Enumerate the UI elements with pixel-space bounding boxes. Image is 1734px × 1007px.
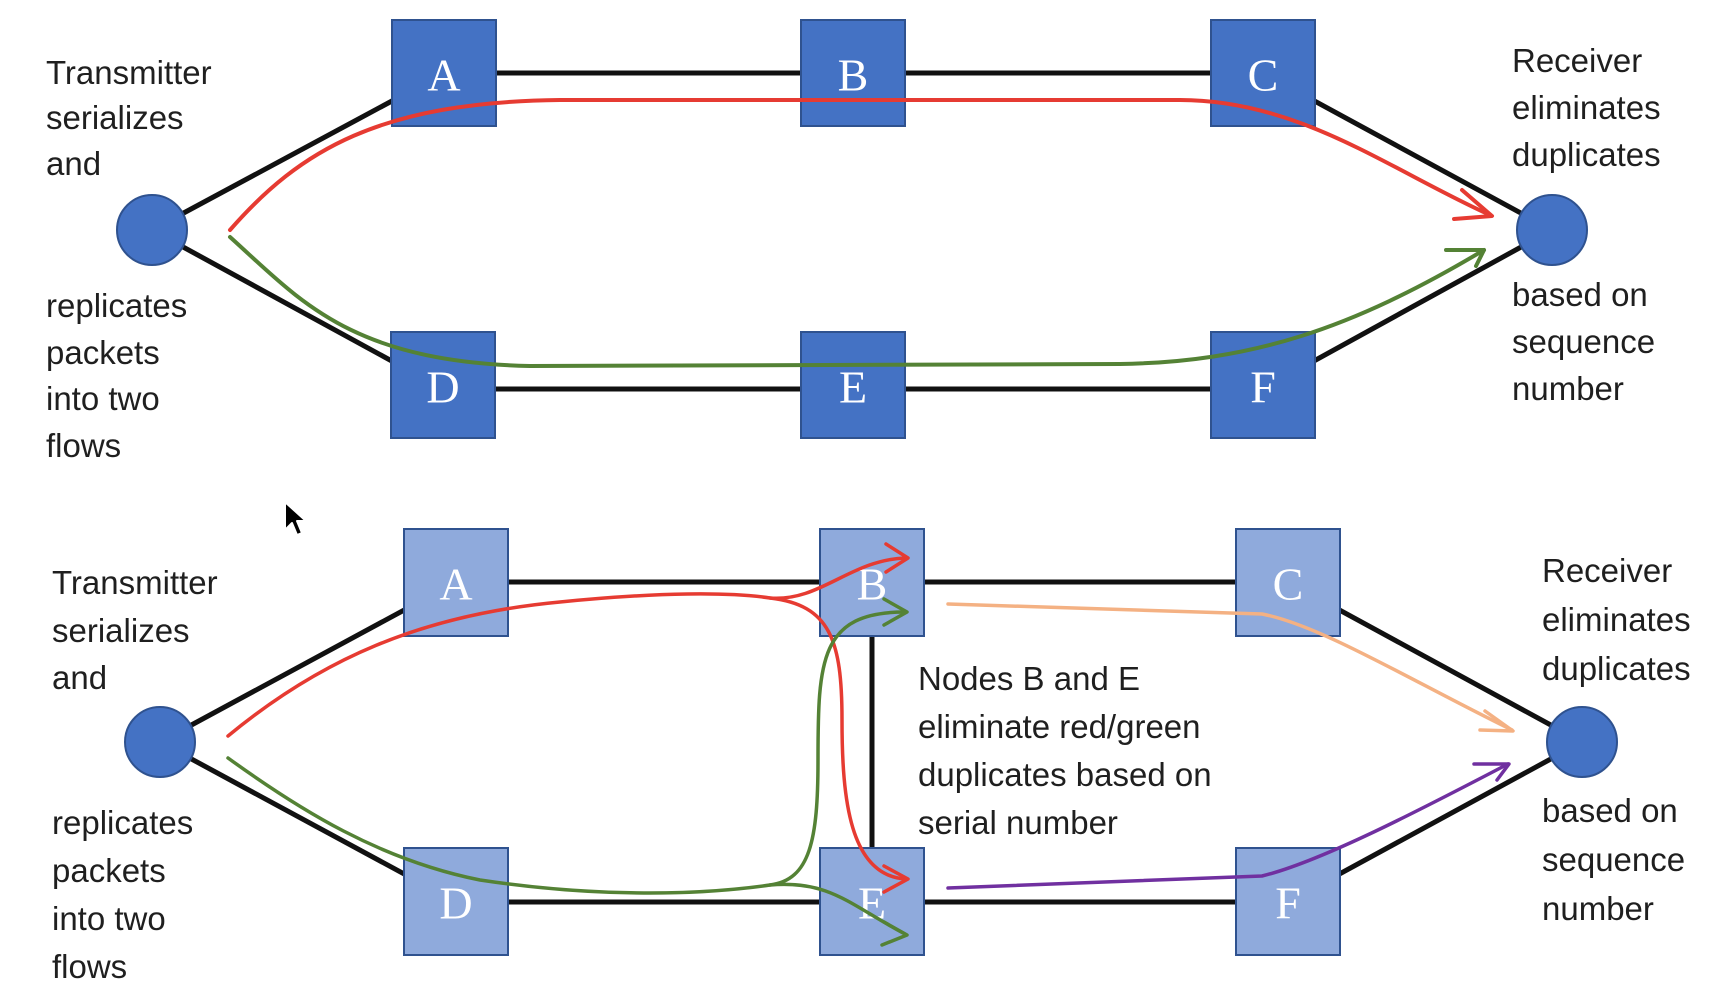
top-node-f-label: F bbox=[1250, 362, 1276, 413]
note-line-4: serial number bbox=[918, 804, 1118, 841]
top-rx-line-6: number bbox=[1512, 370, 1624, 407]
top-green-arrowhead bbox=[1444, 248, 1486, 268]
top-transmitter-node bbox=[116, 194, 188, 266]
top-node-f: F bbox=[1210, 331, 1316, 439]
top-rx-line-5: sequence bbox=[1512, 323, 1655, 360]
bottom-rx-line-3: duplicates bbox=[1542, 650, 1691, 687]
top-node-b-label: B bbox=[838, 50, 869, 101]
bottom-tx-line-2: serializes bbox=[52, 612, 190, 649]
bottom-node-a-label: A bbox=[439, 559, 472, 610]
bottom-node-c-label: C bbox=[1273, 559, 1304, 610]
top-tx-line-2: serializes bbox=[46, 99, 184, 136]
top-node-b: B bbox=[800, 19, 906, 127]
top-tx-line-1: Transmitter bbox=[46, 54, 212, 91]
top-tx-line-6: into two bbox=[46, 380, 160, 417]
top-receiver-node bbox=[1516, 194, 1588, 266]
top-node-c-label: C bbox=[1248, 50, 1279, 101]
bottom-node-b-label: B bbox=[857, 559, 888, 610]
bottom-tx-line-7: flows bbox=[52, 948, 127, 985]
bottom-green-flow bbox=[226, 597, 909, 947]
bottom-node-d-label: D bbox=[439, 878, 472, 929]
top-tx-line-7: flows bbox=[46, 427, 121, 464]
top-receiver-text-upper: Receiver eliminates duplicates bbox=[1512, 42, 1661, 173]
bottom-transmitter-text-upper: Transmitter serializes and bbox=[52, 564, 218, 696]
bottom-red-arrowhead-b bbox=[884, 542, 910, 574]
bottom-green-arrowhead-e bbox=[880, 920, 909, 947]
top-rx-line-1: Receiver bbox=[1512, 42, 1642, 79]
bottom-orange-flow bbox=[946, 602, 1515, 733]
top-red-flow bbox=[228, 98, 1494, 232]
bottom-red-arrowhead-e bbox=[882, 864, 910, 894]
bottom-node-f-label: F bbox=[1275, 878, 1301, 929]
top-rx-line-4: based on bbox=[1512, 276, 1648, 313]
top-node-c: C bbox=[1210, 19, 1316, 127]
bottom-orange-arrowhead bbox=[1478, 709, 1515, 733]
bottom-green-arrowhead-b bbox=[882, 597, 909, 627]
top-transmitter-text-upper: Transmitter serializes and bbox=[46, 54, 212, 182]
bottom-rx-line-6: number bbox=[1542, 890, 1654, 927]
top-diagram: A B C D E F bbox=[46, 19, 1661, 464]
bottom-node-a: A bbox=[403, 528, 509, 637]
top-node-d-label: D bbox=[426, 362, 459, 413]
bottom-transmitter-text-lower: replicates packets into two flows bbox=[52, 804, 193, 985]
note-line-3: duplicates based on bbox=[918, 756, 1212, 793]
top-green-flow bbox=[228, 235, 1486, 368]
bottom-tx-line-3: and bbox=[52, 659, 107, 696]
top-tx-line-3: and bbox=[46, 145, 101, 182]
top-node-a-label: A bbox=[427, 50, 460, 101]
bottom-diagram: A B C D E F bbox=[52, 528, 1691, 985]
top-receiver-text-lower: based on sequence number bbox=[1512, 276, 1655, 407]
bottom-receiver-text-upper: Receiver eliminates duplicates bbox=[1542, 552, 1691, 687]
bottom-node-c: C bbox=[1235, 528, 1341, 637]
top-node-e-label: E bbox=[839, 362, 867, 413]
bottom-rx-line-2: eliminates bbox=[1542, 601, 1691, 638]
bottom-purple-arrowhead bbox=[1472, 762, 1511, 782]
bottom-tx-line-5: packets bbox=[52, 852, 166, 889]
bottom-transmitter-node bbox=[124, 706, 196, 778]
bottom-rx-line-4: based on bbox=[1542, 792, 1678, 829]
bottom-rx-line-5: sequence bbox=[1542, 841, 1685, 878]
bottom-note-text: Nodes B and E eliminate red/green duplic… bbox=[918, 660, 1212, 841]
mouse-pointer-icon bbox=[283, 500, 309, 540]
bottom-purple-flow bbox=[946, 762, 1511, 890]
bottom-red-flow bbox=[226, 542, 910, 894]
bottom-node-b: B bbox=[819, 528, 925, 637]
bottom-tx-line-1: Transmitter bbox=[52, 564, 218, 601]
top-node-d: D bbox=[390, 331, 496, 439]
top-red-arrowhead bbox=[1452, 188, 1494, 221]
bottom-node-f: F bbox=[1235, 847, 1341, 956]
bottom-receiver-text-lower: based on sequence number bbox=[1542, 792, 1685, 927]
top-tx-line-4: replicates bbox=[46, 287, 187, 324]
bottom-receiver-node bbox=[1546, 706, 1618, 778]
top-rx-line-2: eliminates bbox=[1512, 89, 1661, 126]
note-line-1: Nodes B and E bbox=[918, 660, 1140, 697]
top-rx-line-3: duplicates bbox=[1512, 136, 1661, 173]
top-transmitter-text-lower: replicates packets into two flows bbox=[46, 287, 187, 464]
bottom-tx-line-6: into two bbox=[52, 900, 166, 937]
bottom-tx-line-4: replicates bbox=[52, 804, 193, 841]
top-node-e: E bbox=[800, 331, 906, 439]
bottom-rx-line-1: Receiver bbox=[1542, 552, 1672, 589]
top-tx-line-5: packets bbox=[46, 334, 160, 371]
note-line-2: eliminate red/green bbox=[918, 708, 1201, 745]
